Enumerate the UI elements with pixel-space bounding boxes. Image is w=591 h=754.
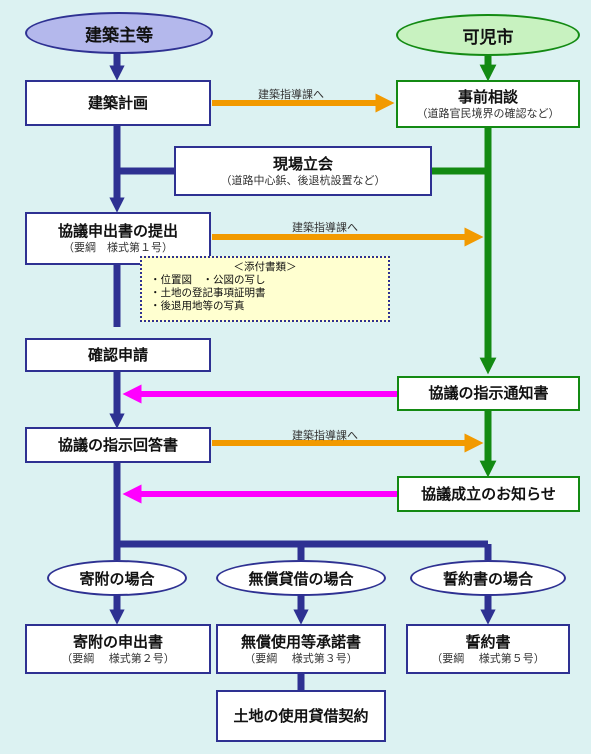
donation-document-subtitle: （要綱 様式第２号） bbox=[61, 651, 175, 665]
case-donation: 寄附の場合 bbox=[47, 560, 187, 596]
instruction-reply-box: 協議の指示回答書 bbox=[25, 427, 211, 463]
consultation-title: 事前相談 bbox=[457, 87, 518, 106]
loan-contract-box: 土地の使用貸借契約 bbox=[216, 690, 386, 742]
city-flow-lines bbox=[432, 56, 497, 478]
agreement-notice-title: 協議成立のお知らせ bbox=[421, 484, 556, 503]
case-pledge: 誓約書の場合 bbox=[410, 560, 566, 596]
to-guidance-arrows bbox=[212, 93, 484, 453]
site-inspection-subtitle: （道路中心鋲、後退杭設置など） bbox=[220, 173, 386, 187]
loan-document-box: 無償使用等承諾書 （要綱 様式第３号） bbox=[216, 624, 386, 674]
attachments-title: ＜添付書類＞ bbox=[233, 261, 297, 273]
submission-title: 協議申出書の提出 bbox=[57, 222, 178, 241]
confirmation-box: 確認申請 bbox=[25, 338, 211, 372]
site-inspection-title: 現場立会 bbox=[272, 154, 333, 173]
loan-contract-title: 土地の使用貸借契約 bbox=[233, 706, 369, 725]
applicant-header: 建築主等 bbox=[25, 12, 213, 54]
donation-document-box: 寄附の申出書 （要綱 様式第２号） bbox=[25, 624, 211, 674]
submission-box: 協議申出書の提出 （要綱 様式第１号） bbox=[25, 212, 211, 265]
pledge-document-title: 誓約書 bbox=[465, 632, 511, 651]
attachments-note: ＜添付書類＞ ・位置図 ・公図の写し ・土地の登記事項証明書 ・後退用地等の写真 bbox=[140, 256, 390, 322]
city-header: 可児市 bbox=[396, 14, 580, 56]
submission-subtitle: （要綱 様式第１号） bbox=[63, 241, 173, 254]
to-guidance-label-2: 建築指導課へ bbox=[292, 221, 358, 234]
pledge-document-subtitle: （要綱 様式第５号） bbox=[431, 651, 545, 665]
attachment-item: ・土地の登記事項証明書 bbox=[150, 287, 266, 300]
attachment-item: ・後退用地等の写真 bbox=[150, 300, 245, 313]
instruction-notice-box: 協議の指示通知書 bbox=[397, 376, 580, 411]
site-inspection-box: 現場立会 （道路中心鋲、後退杭設置など） bbox=[174, 146, 432, 196]
instruction-notice-title: 協議の指示通知書 bbox=[428, 384, 549, 403]
plan-box: 建築計画 bbox=[25, 80, 211, 126]
attachment-item: ・位置図 ・公図の写し bbox=[150, 274, 266, 287]
agreement-notice-box: 協議成立のお知らせ bbox=[397, 476, 580, 512]
consultation-box: 事前相談 （道路官民境界の確認など） bbox=[396, 80, 580, 128]
plan-title: 建築計画 bbox=[87, 93, 148, 112]
loan-document-title: 無償使用等承諾書 bbox=[240, 632, 361, 651]
to-guidance-label-1: 建築指導課へ bbox=[258, 88, 324, 101]
feedback-arrows bbox=[122, 384, 397, 504]
pledge-document-box: 誓約書 （要綱 様式第５号） bbox=[406, 624, 570, 674]
consultation-subtitle: （道路官民境界の確認など） bbox=[416, 106, 560, 120]
main-flow-lines bbox=[109, 52, 496, 690]
instruction-reply-title: 協議の指示回答書 bbox=[57, 435, 178, 454]
loan-document-subtitle: （要綱 様式第３号） bbox=[244, 651, 358, 665]
case-loan: 無償貸借の場合 bbox=[216, 560, 386, 596]
confirmation-title: 確認申請 bbox=[87, 345, 148, 364]
to-guidance-label-3: 建築指導課へ bbox=[292, 429, 358, 442]
donation-document-title: 寄附の申出書 bbox=[72, 632, 163, 651]
